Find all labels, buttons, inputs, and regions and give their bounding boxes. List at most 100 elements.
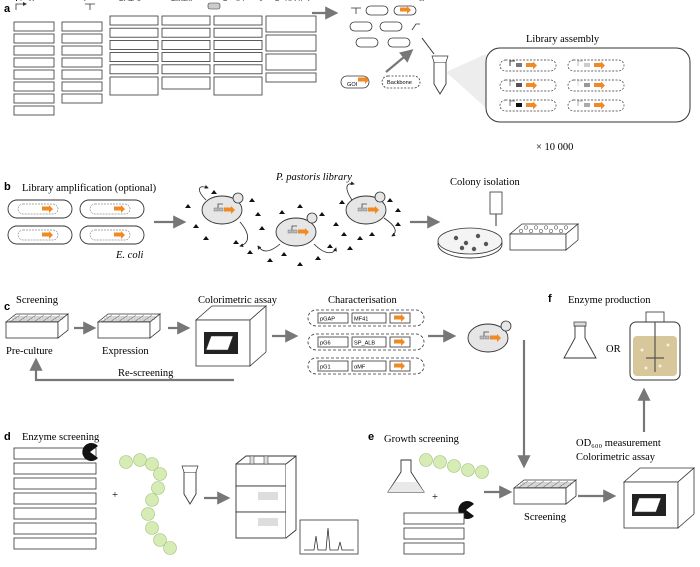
5.8-box <box>13 93 55 104</box>
5.4: SP_Cyclophilin <box>161 0 211 90</box>
6: Rohapect UF <box>13 0 97 460</box>
5.4-label: SP_PHA-E <box>112 0 140 2</box>
colorimetric-assay-label: Colorimetric assay <box>198 295 278 306</box>
secreted-protein-icon <box>279 210 285 214</box>
library-construct <box>567 59 625 72</box>
rescreening-label: Re-screening <box>118 368 174 379</box>
5.4-box <box>213 15 263 26</box>
arrow-goi-to-tube <box>385 49 414 73</box>
secreted-protein-icon <box>211 190 217 194</box>
5.4-label: SP_Peptidylprolyl isomerase <box>268 0 339 2</box>
amplification-label: Library amplification (optional) <box>22 183 157 194</box>
glucose-unit-icon <box>153 533 167 547</box>
secreted-protein-icon <box>395 222 401 226</box>
ecoli-cells <box>7 199 145 245</box>
assembly-tube-icon <box>421 37 449 95</box>
6-label: Rohapect B1L <box>16 0 51 2</box>
6: Optimash <box>13 0 97 505</box>
signal-peptide-list: αMFSP_SUC2SP_PI_phyASP_PHA-ESP_An_phyAαA… <box>109 0 339 96</box>
5.4-box <box>161 40 211 50</box>
5.8-label: tAOX1 <box>64 0 80 2</box>
signal-peptide-icon <box>207 2 221 10</box>
5.8: pGAP <box>13 0 55 92</box>
5.8-box <box>61 21 103 32</box>
secreted-protein-icon <box>203 236 209 240</box>
glucose-unit-icon <box>419 453 433 467</box>
secreted-protein-icon <box>341 232 347 236</box>
5.4-label: SP_Cell wall protein <box>268 0 318 2</box>
secreted-protein-icon <box>247 250 253 254</box>
6-label: Rohapect UF <box>16 0 50 2</box>
growth-screening-label: Growth screening <box>384 434 460 445</box>
secreted-protein-icon <box>339 200 345 204</box>
library-construct <box>499 79 557 92</box>
construct-promoter: pG1 <box>320 365 331 371</box>
colony-isolation-label: Colony isolation <box>450 177 520 188</box>
5.8-box <box>13 57 55 68</box>
5.4: αMF <box>109 0 159 26</box>
5.8: tSSA <box>61 0 103 104</box>
secreted-protein-icon <box>333 222 339 226</box>
panel-c-label: c <box>4 301 10 313</box>
preculture-label: Pre-culture <box>6 346 53 357</box>
5.8: pG6 <box>13 0 55 116</box>
6-label: Celluclast <box>16 0 41 2</box>
6: Rohapect B1L <box>13 0 97 475</box>
5.4-box <box>109 27 159 38</box>
5.4-label: SP_C4R6P1 <box>216 0 248 2</box>
secreted-protein-icon <box>255 212 261 216</box>
glucose-unit-icon <box>141 507 155 521</box>
5.4: SP_CSN2 <box>161 0 211 62</box>
5.8-box <box>61 93 103 104</box>
6-box <box>403 542 465 555</box>
construct-promoter: pG6 <box>320 341 331 347</box>
plus-e: + <box>432 492 438 503</box>
6-box <box>13 507 97 520</box>
ecoli-label: E. coli <box>115 250 143 261</box>
5.4-box <box>109 40 159 50</box>
6-box <box>13 537 97 550</box>
secreted-protein-icon <box>297 262 303 266</box>
5.4-label: SP_ALB <box>164 0 185 2</box>
chromatogram-icon <box>299 519 359 555</box>
terminator-list: tAOX1tTDH1tADH1tPGK1tENO2tENO1tSSA <box>61 0 103 104</box>
5.4: αAmylase-αMFΔ <box>109 0 159 96</box>
5.8-box <box>13 69 55 80</box>
5.4: SP_C4R6P1 <box>213 0 263 62</box>
5.4-box <box>161 64 211 75</box>
glucose-unit-icon <box>461 463 475 477</box>
glucose-unit-icon <box>433 455 447 469</box>
5.8-box <box>13 105 55 116</box>
5.4: SP_Mucin <box>213 0 263 38</box>
5.4: αMF_no_EAEA <box>161 0 211 26</box>
petri-dish-icon <box>437 227 503 259</box>
secreted-protein-icon <box>357 236 363 240</box>
polysaccharide-chain-e <box>419 453 489 479</box>
panel-e-label: e <box>368 431 374 443</box>
secreted-protein-icon <box>347 246 353 250</box>
5.8-label: pPET9 <box>16 0 33 2</box>
glucose-unit-icon <box>119 455 133 469</box>
5.4-label: SP_CSN2 <box>164 0 190 2</box>
secreted-protein-icon <box>297 204 303 208</box>
polysaccharide-chain-d <box>119 453 177 555</box>
goi-label: GOI <box>347 82 358 88</box>
hplc-instrument-icon <box>235 455 297 539</box>
secreted-protein-icon <box>387 198 393 202</box>
5.4-label: αMF <box>112 0 124 2</box>
6-box <box>13 492 97 505</box>
5.8-label: pAOX1 <box>16 0 34 2</box>
or-label: OR <box>606 344 621 355</box>
5.8-label: tENO2 <box>64 0 81 2</box>
5.4-box <box>109 76 159 96</box>
secreted-protein-icon <box>185 204 191 208</box>
5.8-label: pPMP20 <box>16 0 37 2</box>
rescreening-loop-arrow <box>29 357 234 382</box>
6: Distilase <box>403 0 465 540</box>
glucose-unit-icon <box>475 465 489 479</box>
5.4: SP_An_phyA <box>109 0 159 75</box>
5.4-label: SP_Mucin <box>216 0 242 2</box>
